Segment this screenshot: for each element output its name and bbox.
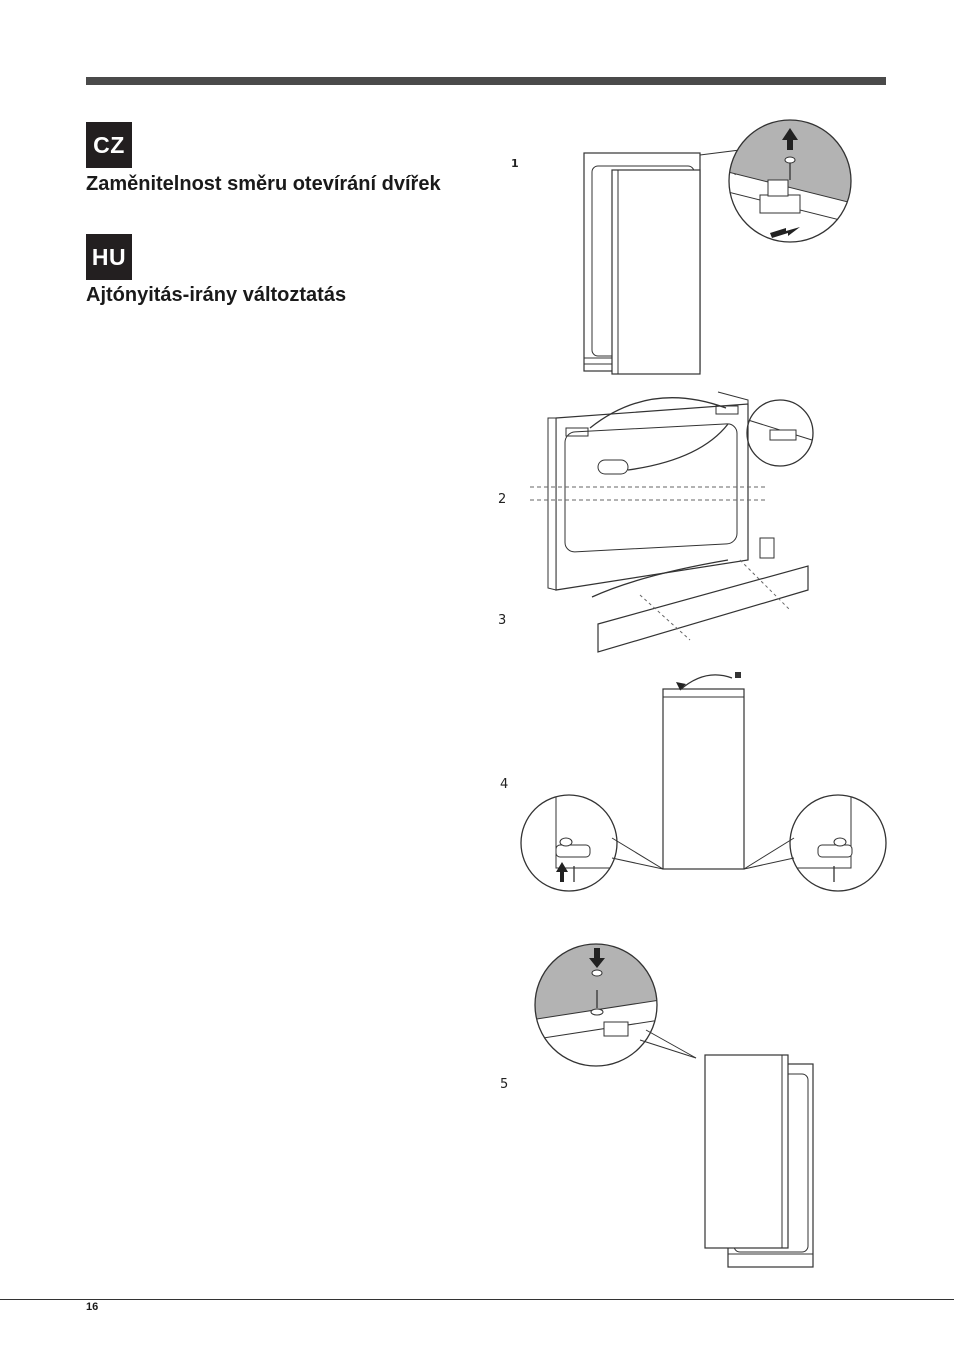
step-number-1: 1 xyxy=(511,157,519,170)
hinge-detail-top xyxy=(729,120,851,238)
door-panel xyxy=(611,169,701,375)
step1-figure xyxy=(583,119,852,375)
step4-figure xyxy=(520,672,887,892)
hinge-detail-left xyxy=(555,795,617,882)
step5-figure xyxy=(534,943,814,1268)
section-heading-cz: Zaměnitelnost směru otevírání dvířek xyxy=(86,173,441,195)
step2-3-figure xyxy=(530,391,814,653)
lang-badge-cz: CZ xyxy=(86,122,132,168)
base-panel xyxy=(597,565,809,653)
lang-badge-hu: HU xyxy=(86,234,132,280)
page-number: 16 xyxy=(86,1301,99,1313)
door-panel-step4 xyxy=(662,688,745,870)
hinge-detail-right xyxy=(790,795,853,882)
top-rule xyxy=(86,77,886,85)
bottom-rule xyxy=(0,1299,954,1300)
door-panel-step5 xyxy=(704,1054,789,1249)
step-number-3: 3 xyxy=(498,613,507,628)
step-number-2: 2 xyxy=(498,492,507,507)
step-number-4: 4 xyxy=(500,777,509,792)
step-number-5: 5 xyxy=(500,1077,509,1092)
section-heading-hu: Ajtónyitás-irány változtatás xyxy=(86,284,347,306)
hinge-detail-bottom xyxy=(535,944,657,1041)
